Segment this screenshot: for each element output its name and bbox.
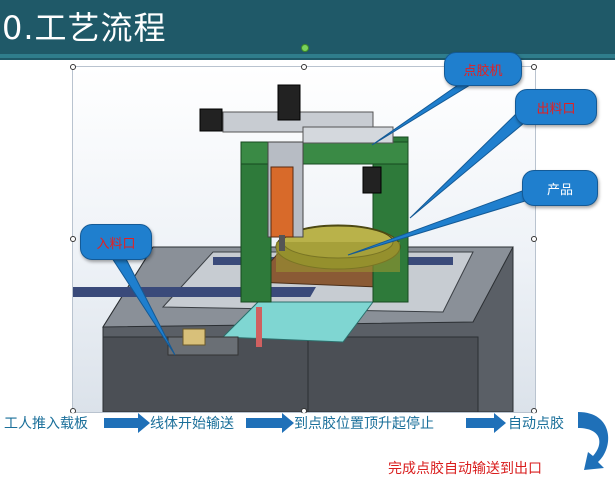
- resize-handle-top[interactable]: [301, 64, 307, 70]
- resize-handle-top-right[interactable]: [531, 64, 537, 70]
- flow-step-2[interactable]: 线体开始输送: [150, 413, 234, 433]
- resize-handle-top-left[interactable]: [70, 64, 76, 70]
- flow-arrow-2: [246, 413, 294, 433]
- flow-arrow-turn: [578, 412, 609, 470]
- resize-handle-right[interactable]: [531, 236, 537, 242]
- flow-step-1[interactable]: 工人推入载板: [4, 413, 88, 433]
- rotate-handle[interactable]: [301, 44, 309, 52]
- header-stripe: [0, 54, 615, 58]
- callout-product[interactable]: 产品: [522, 170, 598, 206]
- flow-step-3[interactable]: 到点胶位置顶升起停止: [294, 413, 434, 433]
- flow-arrow-1: [104, 413, 150, 433]
- machine-image[interactable]: [40, 66, 536, 413]
- callout-dispenser[interactable]: 点胶机: [444, 52, 522, 86]
- slide-title[interactable]: 0.工艺流程: [2, 9, 167, 47]
- flow-arrow-3: [466, 413, 506, 433]
- flow-step-4[interactable]: 自动点胶: [508, 413, 564, 433]
- callout-inlet[interactable]: 入料口: [80, 224, 152, 260]
- callout-outlet[interactable]: 出料口: [515, 89, 597, 125]
- flow-final-step[interactable]: 完成点胶自动输送到出口: [388, 461, 542, 477]
- resize-handle-left[interactable]: [70, 236, 76, 242]
- machine-illustration: [40, 84, 514, 413]
